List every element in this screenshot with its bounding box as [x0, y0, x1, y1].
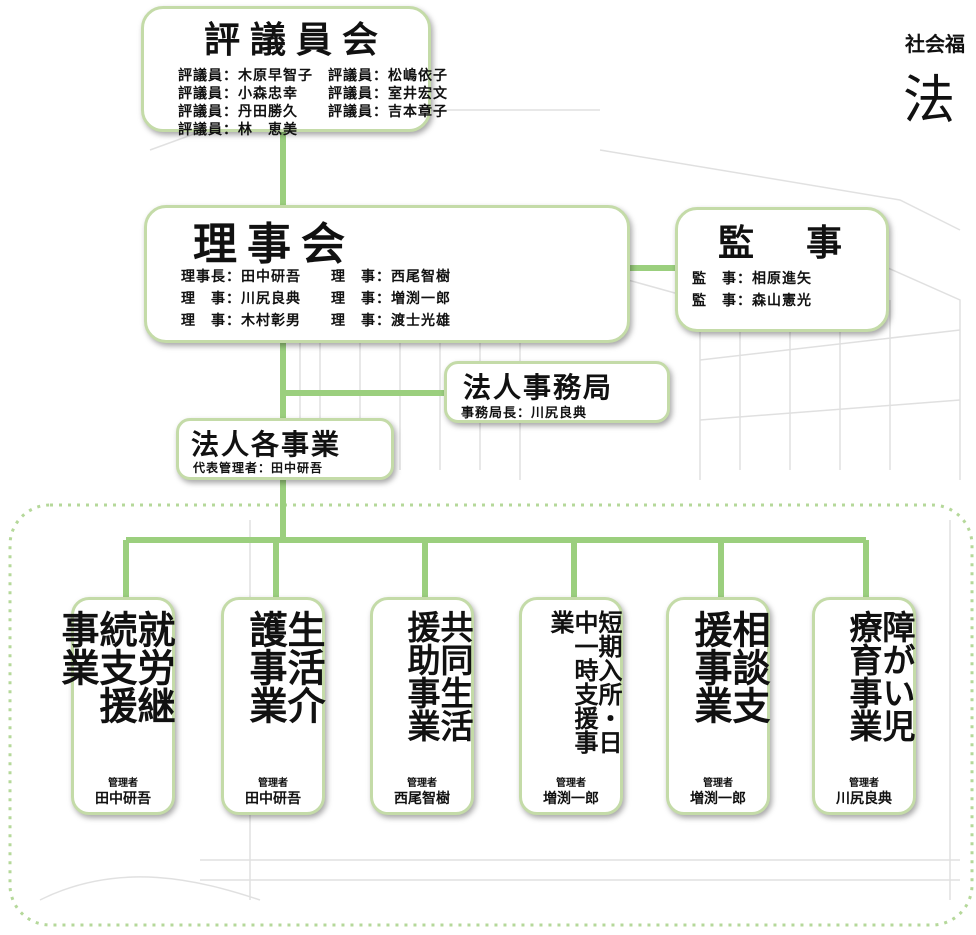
hyogiinkai-row: 評議員：木原早智子 評議員：松嶋依子 [178, 68, 448, 84]
service-name: 相談支援事業 [688, 610, 770, 724]
service-manager-label: 管理者 [849, 778, 879, 789]
service-manager-label: 管理者 [703, 778, 733, 789]
service-name: 短期入所・日中一時支援事業 [546, 610, 622, 754]
hyogiinkai-row: 評議員：丹田勝久 評議員：吉本章子 [178, 104, 448, 120]
service-box: 短期入所・日中一時支援事業管理者増渕一郎 [519, 597, 623, 815]
service-box: 生活介護事業管理者田中研吾 [221, 597, 325, 815]
service-manager-label: 管理者 [258, 778, 288, 789]
service-name: 生活介護事業 [243, 610, 325, 724]
hyogiinkai-row: 評議員：林 恵美 [178, 122, 298, 138]
service-name: 障がい児療育事業 [844, 610, 916, 742]
service-box: 就労継続支援事業管理者田中研吾 [55, 597, 175, 815]
corner-org-name: 法 [903, 71, 956, 131]
service-box: 相談支援事業管理者増渕一郎 [666, 597, 770, 815]
jimukyoku-title: 法人事務局 [463, 371, 614, 404]
service-manager-name: 田中研吾 [245, 791, 301, 807]
service-box: 共同生活援助事業管理者西尾智樹 [370, 597, 474, 815]
service-box: 障がい児療育事業管理者川尻良典 [812, 597, 916, 815]
service-manager-name: 増渕一郎 [690, 791, 746, 807]
service-manager-name: 川尻良典 [836, 791, 892, 807]
rijikai-title: 理事会 [193, 219, 355, 270]
rijikai-row: 理 事：木村彰男 理 事：渡士光雄 [181, 313, 451, 329]
kakujigyo-sub: 代表管理者：田中研吾 [193, 461, 324, 475]
rijikai-row: 理事長：田中研吾 理 事：西尾智樹 [181, 269, 451, 285]
hyogiinkai-title: 評議員会 [204, 20, 389, 61]
corner-org-type: 社会福 [905, 32, 965, 56]
jimukyoku-sub: 事務局長：川尻良典 [461, 406, 588, 421]
jimukyoku-box: 法人事務局 事務局長：川尻良典 [444, 361, 670, 423]
connector-lines [123, 128, 869, 600]
service-manager-label: 管理者 [556, 778, 586, 789]
service-name: 就労継続支援事業 [55, 610, 175, 724]
kakujigyo-title: 法人各事業 [191, 428, 342, 461]
rijikai-row: 理 事：川尻良典 理 事：増渕一郎 [181, 291, 451, 307]
kanji-title: 監 事 [718, 223, 851, 264]
service-manager-label: 管理者 [407, 778, 437, 789]
service-manager-name: 西尾智樹 [394, 791, 450, 807]
hyogiinkai-row: 評議員：小森忠幸 評議員：室井宏文 [178, 86, 448, 102]
kanji-box: 監 事 監 事：相原進矢 監 事：森山憲光 [675, 207, 889, 332]
service-manager-name: 増渕一郎 [543, 791, 599, 807]
hyogiinkai-box: 評議員会 評議員：木原早智子 評議員：松嶋依子 評議員：小森忠幸 評議員：室井宏… [141, 6, 447, 138]
kakujigyo-box: 法人各事業 代表管理者：田中研吾 [176, 418, 394, 480]
service-manager-name: 田中研吾 [95, 791, 151, 807]
kanji-row: 監 事：森山憲光 [692, 293, 812, 309]
services-dashed-area [8, 503, 974, 927]
service-manager-label: 管理者 [108, 778, 138, 789]
kanji-row: 監 事：相原進矢 [692, 271, 812, 287]
rijikai-box: 理事会 理事長：田中研吾 理 事：西尾智樹 理 事：川尻良典 理 事：増渕一郎 … [144, 205, 630, 343]
service-name: 共同生活援助事業 [402, 610, 474, 742]
